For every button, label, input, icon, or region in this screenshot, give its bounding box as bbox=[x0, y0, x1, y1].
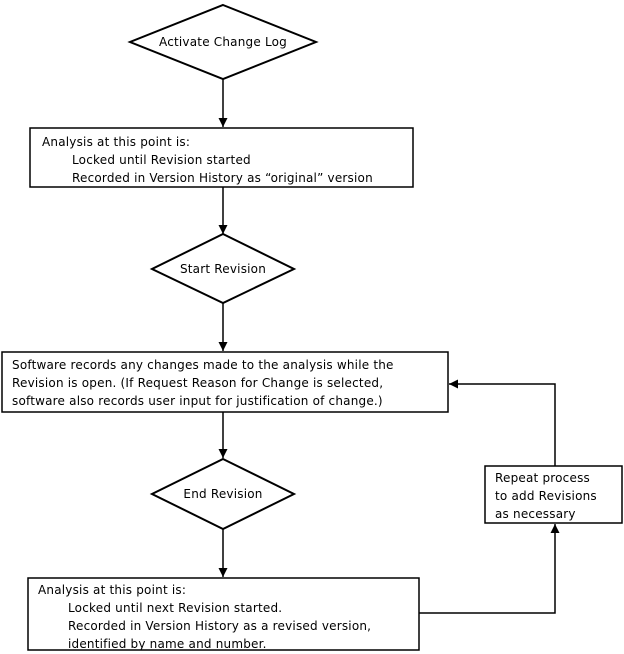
connector-repeat-process-to-software-records bbox=[449, 379, 556, 466]
text-line: Repeat process bbox=[495, 471, 590, 485]
decision-shape-start-revision bbox=[149, 232, 297, 305]
process-label-analysis-original: Analysis at this point is: Locked until … bbox=[42, 133, 373, 187]
text-line: software also records user input for jus… bbox=[12, 394, 383, 408]
text-line: Locked until Revision started bbox=[72, 153, 251, 167]
process-label-analysis-revised: Analysis at this point is: Locked until … bbox=[38, 581, 371, 653]
decision-label-start-revision: Start Revision bbox=[179, 261, 267, 276]
text-line: Analysis at this point is: bbox=[38, 583, 187, 597]
process-label-software-records: Software records any changes made to the… bbox=[12, 356, 394, 410]
text-line: Recorded in Version History as “original… bbox=[72, 171, 373, 185]
text-line: as necessary bbox=[495, 507, 576, 521]
text-line: to add Revisions bbox=[495, 489, 597, 503]
process-shape-repeat-process bbox=[484, 465, 623, 524]
text-line: Analysis at this point is: bbox=[42, 135, 191, 149]
decision-label-activate-change-log: Activate Change Log bbox=[159, 35, 287, 49]
connector-analysis-revised-to-repeat-process bbox=[419, 524, 560, 614]
text-line: identified by name and number. bbox=[68, 637, 267, 651]
decision-shape-activate-change-log bbox=[127, 3, 319, 81]
process-shape-analysis-original bbox=[29, 127, 414, 188]
text-line: Revision is open. (If Request Reason for… bbox=[12, 376, 384, 390]
process-shape-analysis-revised bbox=[27, 577, 420, 651]
text-line: Recorded in Version History as a revised… bbox=[68, 619, 372, 633]
process-label-repeat-process: Repeat process to add Revisions as neces… bbox=[495, 469, 597, 523]
text-line: Locked until next Revision started. bbox=[68, 601, 283, 615]
process-shape-software-records bbox=[1, 351, 449, 413]
text-line: Software records any changes made to the… bbox=[12, 358, 394, 372]
decision-label-end-revision: End Revision bbox=[183, 487, 263, 501]
decision-shape-end-revision bbox=[149, 457, 297, 531]
